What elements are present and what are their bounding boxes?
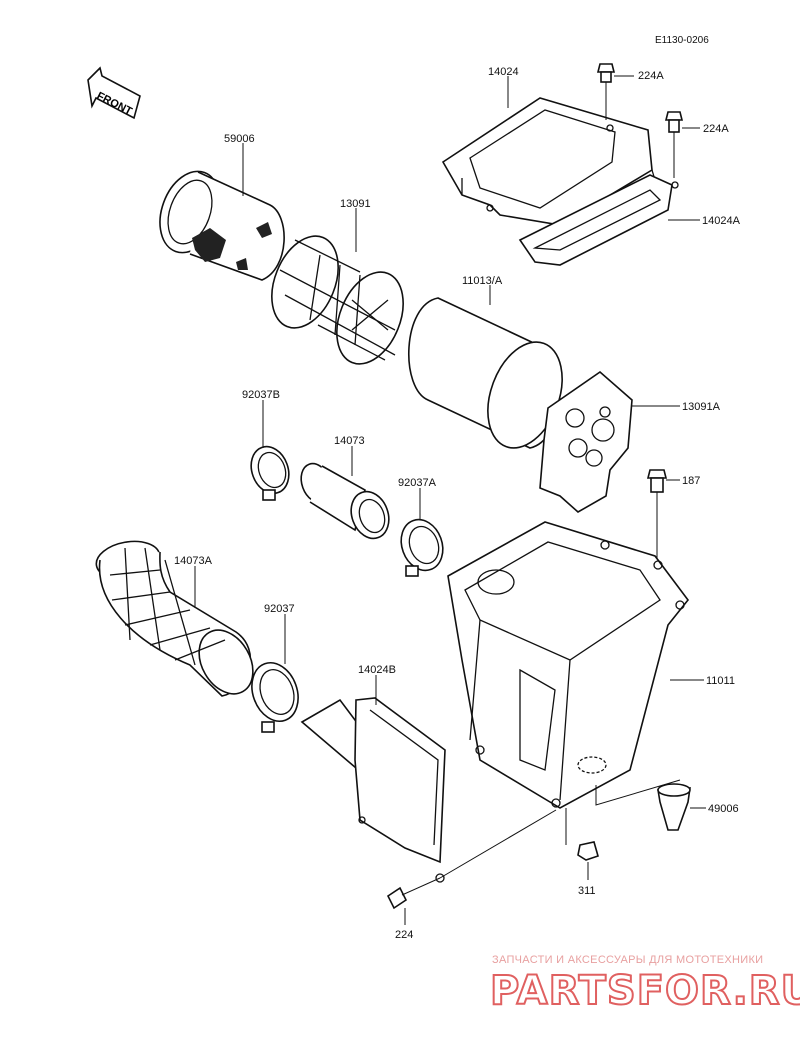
screw-187-icon xyxy=(646,469,668,560)
clamp-92037-icon xyxy=(251,662,299,733)
watermark-brand: PARTSFOR.RU xyxy=(490,968,800,1014)
part-label-13091A: 13091A xyxy=(682,401,721,413)
part-label-13091: 13091 xyxy=(340,198,371,210)
clamp-92037A-icon xyxy=(400,518,444,577)
filter-cage-13091-icon xyxy=(271,235,404,365)
part-label-49006: 49006 xyxy=(708,803,739,815)
duct-cover-14024B-icon xyxy=(300,697,446,883)
bracket-13091A-icon xyxy=(539,370,633,513)
part-label-224A-mid: 224A xyxy=(703,123,729,135)
air-box-11011-icon xyxy=(447,521,690,809)
part-label-92037A: 92037A xyxy=(398,477,437,489)
leader-lines xyxy=(194,75,706,925)
filter-element-59006-icon xyxy=(159,170,285,281)
part-label-14024A: 14024A xyxy=(702,215,741,227)
drawing-code: E1130-0206 xyxy=(655,35,709,46)
part-label-92037B: 92037B xyxy=(242,389,280,401)
part-label-14024B: 14024B xyxy=(358,664,396,676)
drain-49006-icon xyxy=(657,783,691,831)
clamp-92037B-icon xyxy=(250,445,290,501)
part-label-11013A: 11013/A xyxy=(462,275,503,287)
part-label-224A-top: 224A xyxy=(638,70,664,82)
tube-14073-icon xyxy=(300,462,390,540)
bolt-224-icon xyxy=(386,877,441,910)
duct-14073A-icon xyxy=(95,540,254,697)
bolt-224A-top-icon xyxy=(596,63,616,120)
gasket-14024A-icon xyxy=(518,174,679,266)
nut-311-icon xyxy=(577,841,599,861)
outer-filter-11013A-icon xyxy=(407,297,563,449)
part-label-311: 311 xyxy=(578,885,596,897)
part-label-92037: 92037 xyxy=(264,603,295,615)
part-label-14073: 14073 xyxy=(334,435,365,447)
part-label-14024: 14024 xyxy=(488,66,519,78)
watermark-tagline: ЗАПЧАСТИ И АКСЕССУАРЫ ДЛЯ МОТОТЕХНИКИ xyxy=(492,954,763,966)
part-label-187: 187 xyxy=(682,475,700,487)
part-label-14073A: 14073A xyxy=(174,555,213,567)
part-label-224: 224 xyxy=(395,929,413,941)
front-arrow-icon: FRONT xyxy=(87,66,141,120)
bolt-224A-mid-icon xyxy=(664,111,684,178)
part-label-11011: 11011 xyxy=(706,675,735,687)
part-label-59006: 59006 xyxy=(224,133,255,145)
